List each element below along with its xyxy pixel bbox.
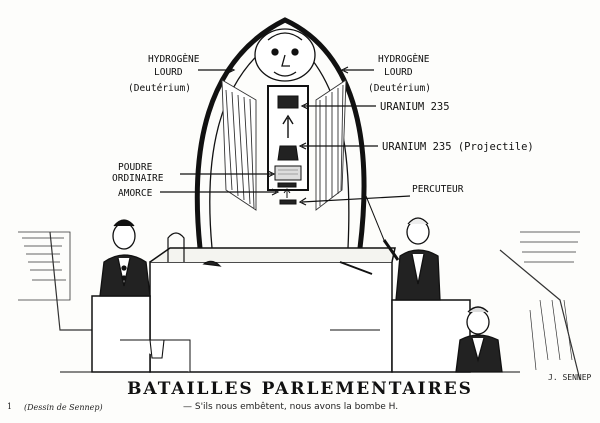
cartoon-caption: — S'ils nous embêtent, nous avons la bom…	[183, 402, 399, 412]
left-deputy	[99, 219, 151, 297]
label-percuteur: PERCUTEUR	[412, 184, 464, 195]
right-wall-hatching	[499, 231, 581, 381]
label-uranium: URANIUM 235	[380, 101, 450, 113]
drawing-credit: (Dessin de Sennep)	[24, 403, 103, 412]
deuterium-right	[315, 79, 347, 211]
seated-deputy	[455, 306, 503, 373]
label-hydrogen-right-3: (Deutérium)	[368, 83, 431, 94]
label-uranium-projectile: URANIUM 235 (Projectile)	[382, 141, 534, 153]
label-amorce: AMORCE	[118, 188, 153, 199]
water-glass	[149, 339, 165, 359]
artist-signature: J. SENNEP	[548, 373, 592, 382]
deuterium-left	[221, 79, 257, 211]
label-hydrogen-left-3: (Deutérium)	[128, 83, 191, 94]
label-hydrogen-right-2: LOURD	[384, 67, 413, 78]
label-poudre-2: ORDINAIRE	[112, 173, 164, 184]
label-hydrogen-left-2: LOURD	[154, 67, 183, 78]
diagram-labels: HYDROGÈNE LOURD (Deutérium) HYDROGÈNE LO…	[112, 53, 534, 199]
uranium-column	[267, 85, 309, 205]
left-wall-hatching	[18, 231, 92, 331]
label-hydrogen-right-1: HYDROGÈNE	[378, 53, 430, 65]
caricature-face	[254, 28, 316, 82]
pointer-arrows	[160, 66, 411, 206]
label-poudre-1: POUDRE	[118, 162, 153, 173]
label-hydrogen-left-1: HYDROGÈNE	[148, 53, 200, 65]
right-deputy	[365, 195, 441, 301]
cartoon-title: BATAILLES PARLEMENTAIRES	[127, 379, 473, 399]
desk-lamp	[167, 232, 373, 275]
plate-number: 1	[7, 402, 13, 411]
